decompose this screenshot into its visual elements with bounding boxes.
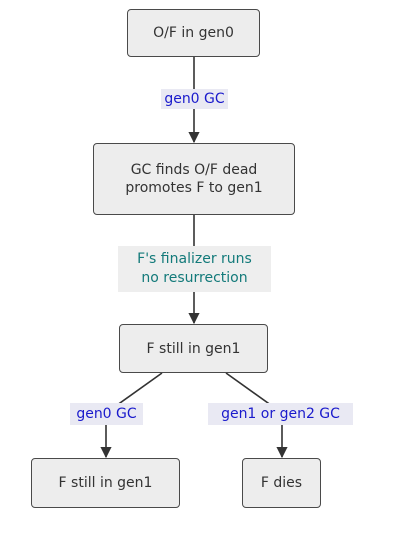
node-gc-finds-dead: GC finds O/F dead promotes F to gen1: [93, 143, 295, 215]
edge-label-finalizer-runs: F's finalizer runs no resurrection: [118, 246, 271, 292]
edge-label-line1: F's finalizer runs: [137, 251, 252, 267]
node-label-line1: GC finds O/F dead: [130, 162, 258, 178]
edge-label-gen0-gc-top: gen0 GC: [161, 89, 228, 109]
edge-label-line2: no resurrection: [141, 270, 248, 286]
node-label: F still in gen1: [58, 475, 153, 491]
node-label: F still in gen1: [146, 340, 241, 357]
node-label: O/F in gen0: [153, 25, 234, 41]
node-f-still-in-gen1: F still in gen1: [119, 324, 268, 373]
node-f-still-in-gen1-left: F still in gen1: [31, 458, 180, 508]
node-label-line2: promotes F to gen1: [125, 180, 263, 196]
node-f-dies: F dies: [242, 458, 321, 508]
node-label: F dies: [260, 475, 303, 491]
edge-label-gen1-or-gen2-gc: gen1 or gen2 GC: [208, 403, 353, 425]
edge-label-gen0-gc-left: gen0 GC: [70, 403, 143, 425]
node-of-in-gen0: O/F in gen0: [127, 9, 260, 57]
